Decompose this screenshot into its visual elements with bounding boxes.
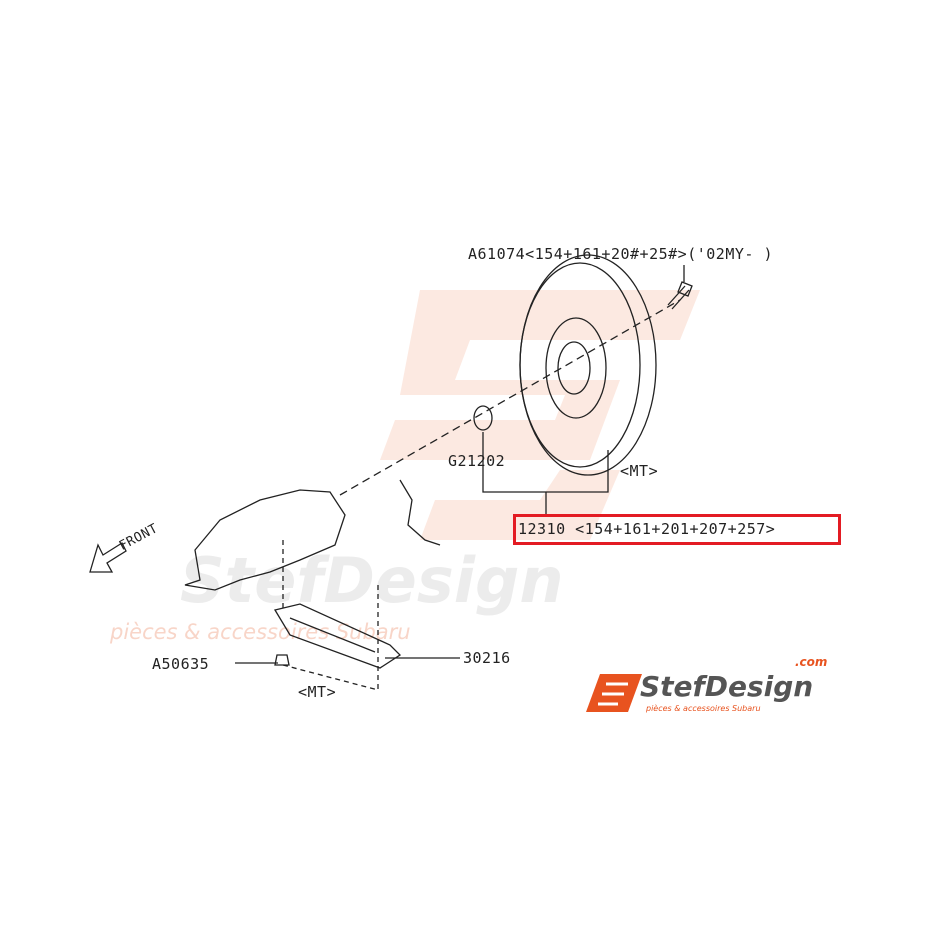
front-arrow-icon xyxy=(89,542,127,573)
engine-drawing xyxy=(184,489,346,591)
flywheel-drawing xyxy=(519,254,657,476)
logo-tagline: pièces & accessoires Subaru xyxy=(646,704,761,713)
highlight-box xyxy=(513,514,841,545)
label-plate-bolt: A50635 xyxy=(152,655,210,673)
label-plate: 30216 xyxy=(463,649,511,667)
logo-brand: StefDesign xyxy=(640,670,814,703)
watermark-brand: StefDesign xyxy=(180,544,564,617)
label-pilot-bearing: G21202 xyxy=(448,452,506,470)
label-plate-variant: <MT> xyxy=(298,683,337,701)
logo-domain: .com xyxy=(795,655,828,669)
plate-drawing xyxy=(273,603,402,669)
label-flywheel-variant: <MT> xyxy=(620,462,659,480)
label-flywheel: 12310 <154+161+201+207+257> xyxy=(518,520,776,538)
bolt-drawing xyxy=(667,281,693,310)
label-bolt: A61074<154+161+20#+25#>('02MY- ) xyxy=(468,245,773,263)
watermark-tagline: pièces & accessoires Subaru xyxy=(110,620,411,644)
plate-bolt-drawing xyxy=(274,654,290,666)
pilot-bearing-drawing xyxy=(473,405,493,431)
